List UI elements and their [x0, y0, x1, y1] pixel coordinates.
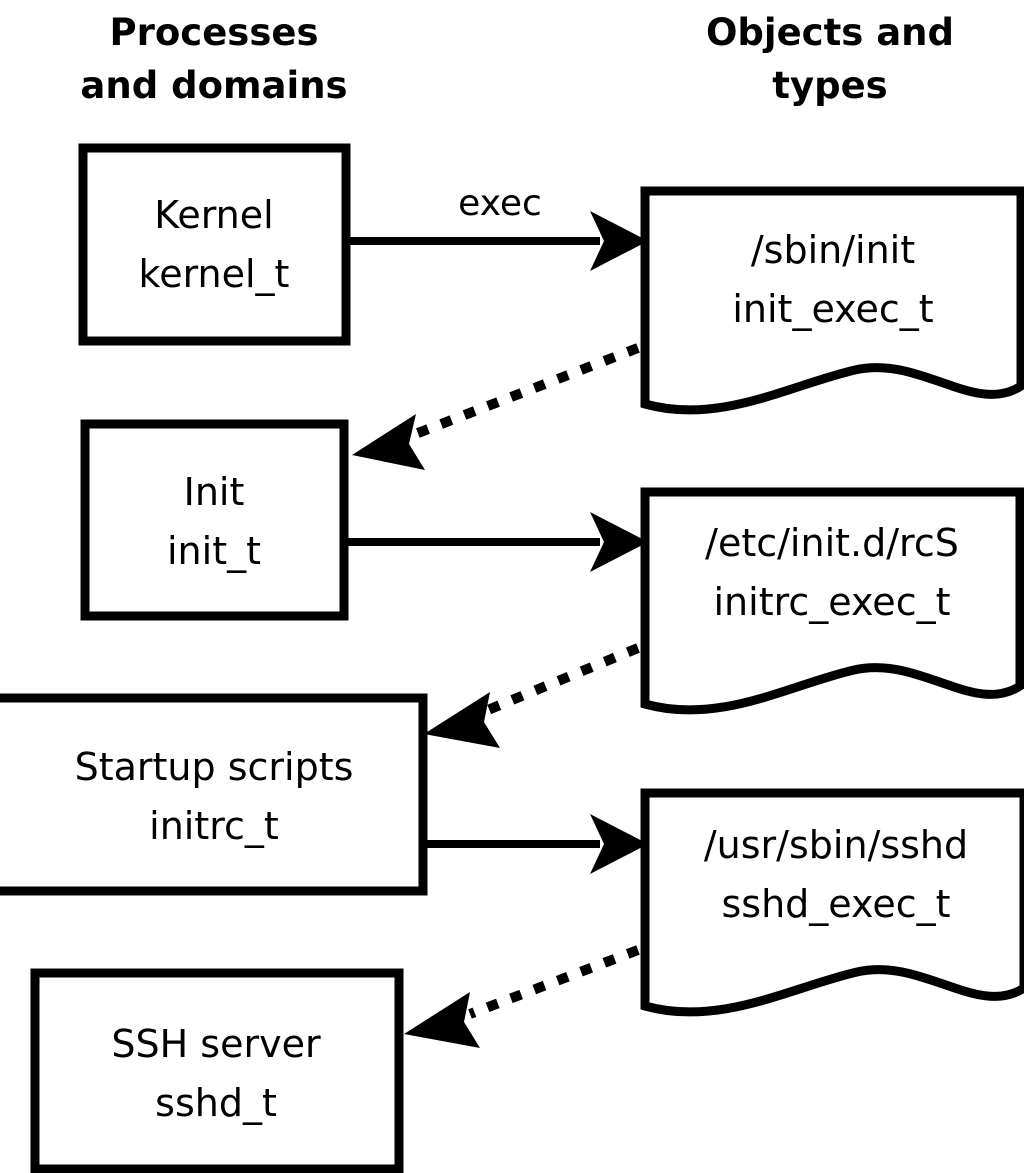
- object-node-sbin-init-type: init_exec_t: [732, 287, 933, 331]
- edge-sshd-exec-to-sshd: [404, 945, 640, 1048]
- process-node-kernel-name: Kernel: [154, 193, 273, 237]
- process-node-startup-scripts-name: Startup scripts: [75, 745, 354, 789]
- process-node-init[interactable]: Init init_t: [80, 419, 349, 621]
- left-column-header-line1: Processes: [110, 11, 319, 54]
- object-node-usr-sbin-sshd-doc-shape[interactable]: [640, 788, 1024, 1017]
- process-node-startup-scripts-box[interactable]: [0, 693, 428, 896]
- process-node-kernel-box[interactable]: [78, 143, 351, 346]
- process-node-ssh-server[interactable]: SSH server sshd_t: [30, 968, 404, 1173]
- process-node-startup-scripts-type: initrc_t: [149, 804, 279, 848]
- object-node-usr-sbin-sshd-type: sshd_exec_t: [721, 882, 950, 926]
- object-node-etc-initd-rcs-type: initrc_exec_t: [714, 580, 951, 624]
- object-node-etc-initd-rcs[interactable]: /etc/init.d/rcS initrc_exec_t: [640, 487, 1024, 715]
- edge-initrc-to-sshd-exec: [423, 814, 648, 874]
- process-node-init-name: Init: [184, 470, 245, 514]
- edge-initrc-exec-to-initrc-line: [481, 643, 640, 717]
- right-column-header-line2: types: [772, 64, 887, 107]
- process-node-init-box[interactable]: [80, 419, 349, 621]
- edge-initrc-exec-to-initrc: [424, 643, 640, 748]
- object-node-sbin-init-doc-shape[interactable]: [640, 186, 1024, 415]
- object-node-usr-sbin-sshd-path: /usr/sbin/sshd: [704, 823, 968, 867]
- edge-init-exec-to-init-line: [403, 343, 640, 443]
- object-node-sbin-init[interactable]: /sbin/init init_exec_t: [640, 186, 1024, 415]
- edge-sshd-exec-to-sshd-line: [468, 945, 640, 1019]
- process-node-init-type: init_t: [167, 529, 261, 573]
- left-column-header-line2: and domains: [80, 64, 347, 107]
- edge-label-exec: exec: [458, 183, 542, 224]
- process-node-ssh-server-box[interactable]: [30, 968, 404, 1173]
- edge-sshd-exec-to-sshd-arrowhead: [404, 992, 480, 1048]
- process-node-kernel[interactable]: Kernel kernel_t: [78, 143, 351, 346]
- object-node-etc-initd-rcs-doc-shape[interactable]: [640, 487, 1024, 715]
- object-node-usr-sbin-sshd[interactable]: /usr/sbin/sshd sshd_exec_t: [640, 788, 1024, 1017]
- process-node-startup-scripts[interactable]: Startup scripts initrc_t: [0, 693, 428, 896]
- process-node-kernel-type: kernel_t: [139, 252, 290, 296]
- object-node-sbin-init-path: /sbin/init: [751, 228, 915, 272]
- edge-init-exec-to-init: [352, 343, 640, 470]
- edge-initrc-exec-to-initrc-arrowhead: [424, 692, 500, 748]
- edge-init-exec-to-init-arrowhead: [352, 414, 425, 470]
- left-column-header: Processes and domains: [80, 11, 347, 107]
- process-node-ssh-server-type: sshd_t: [155, 1081, 277, 1125]
- edge-initrc-to-sshd-exec-arrowhead: [590, 814, 648, 874]
- edge-kernel-exec-init-exec: exec: [346, 183, 648, 271]
- right-column-header-line1: Objects and: [706, 11, 954, 54]
- object-node-etc-initd-rcs-path: /etc/init.d/rcS: [705, 521, 959, 565]
- right-column-header: Objects and types: [706, 11, 954, 107]
- process-node-ssh-server-name: SSH server: [111, 1022, 321, 1066]
- edge-kernel-exec-init-exec-arrowhead: [590, 211, 648, 271]
- edge-init-to-initrc-exec: [344, 512, 648, 572]
- edge-init-to-initrc-exec-arrowhead: [590, 512, 648, 572]
